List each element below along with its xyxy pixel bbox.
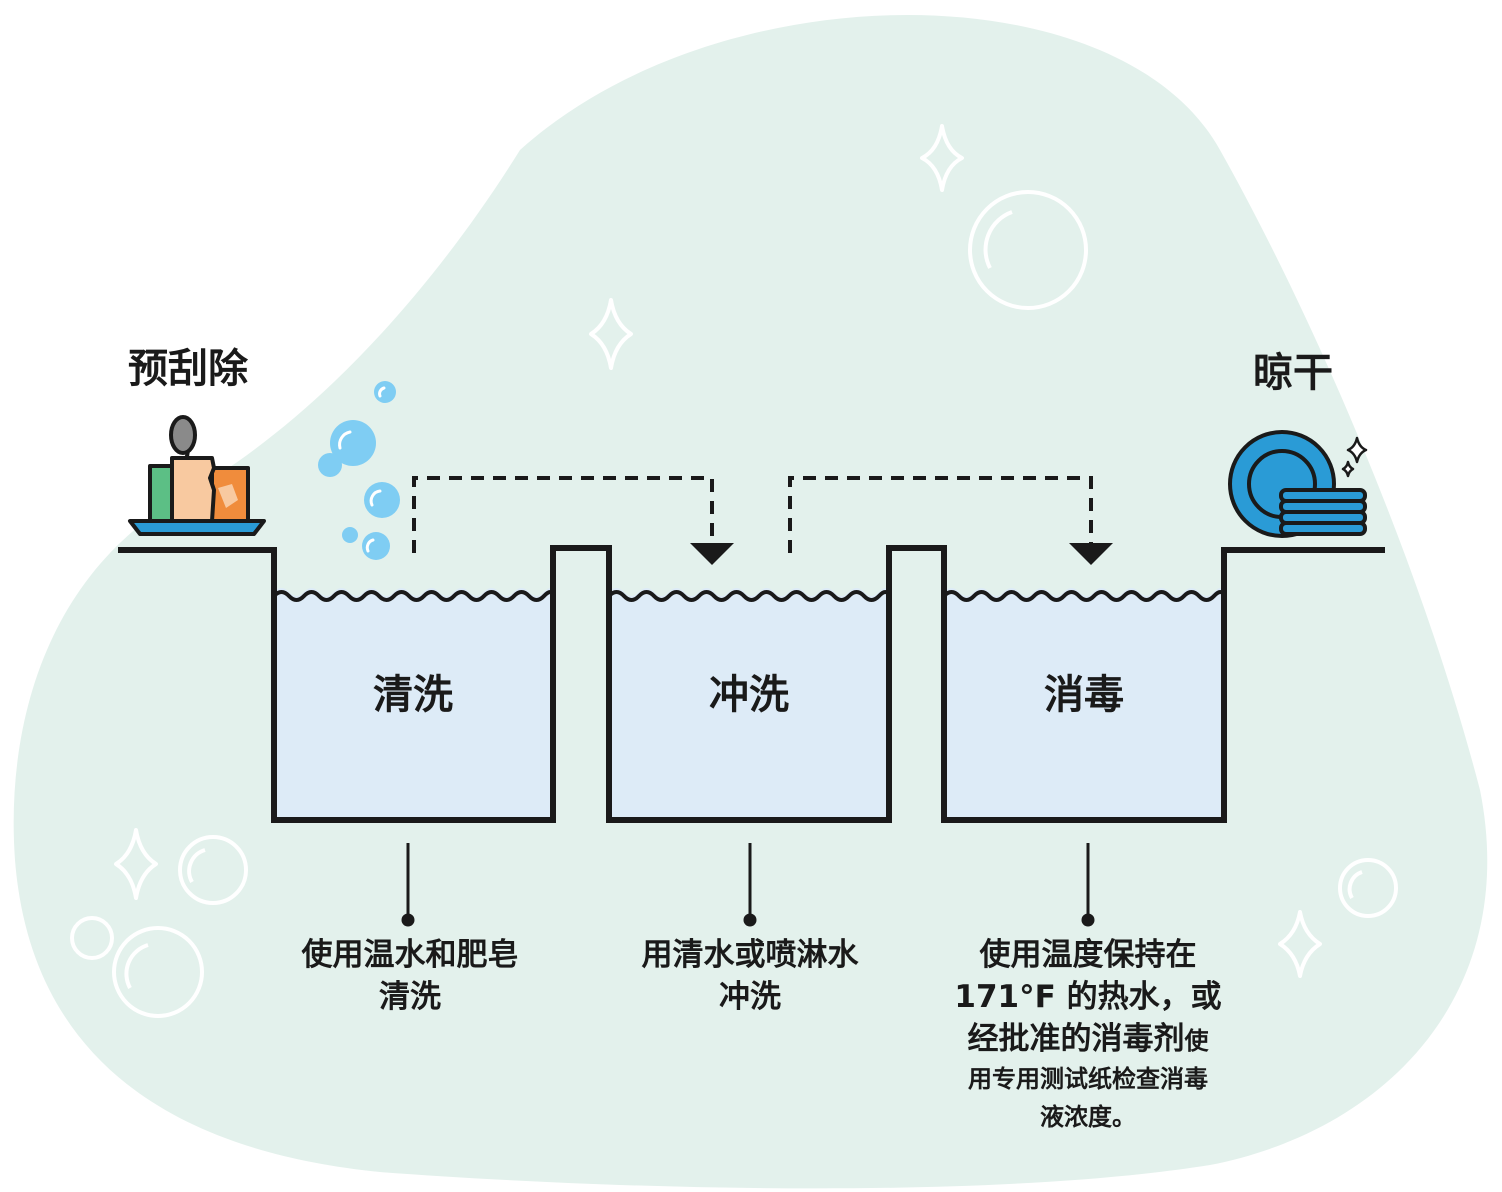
sparkle-icon — [589, 298, 633, 370]
description-line: 冲洗 — [719, 979, 781, 1015]
tank-title-sanitize: 消毒 — [1044, 672, 1124, 718]
flow-arrow-rinse-to-sanitize — [788, 476, 1113, 565]
soap-bubbles-icon — [318, 381, 400, 560]
bubble-icon — [112, 926, 204, 1018]
description-line: 用清水或喷淋水 — [641, 937, 859, 973]
leader-lines — [401, 843, 1095, 927]
tank-title-wash: 清洗 — [373, 672, 453, 718]
tank-description-wash: 使用温水和肥皂 清洗 — [250, 934, 570, 1018]
description-line: 使用温度保持在 — [979, 937, 1197, 973]
description-line-tail: 使 — [1184, 1027, 1209, 1055]
description-line: 清洗 — [379, 979, 441, 1015]
sparkle-icon — [114, 828, 158, 900]
bubble-icon — [178, 835, 248, 905]
sparkle-icon — [920, 124, 964, 192]
description-line: 液浓度。 — [1040, 1103, 1136, 1131]
description-line-text: 经批准的消毒剂 — [967, 1021, 1185, 1057]
sparkle-icon — [1341, 436, 1368, 478]
sink-outline — [118, 545, 1385, 823]
tank-description-sanitize: 使用温度保持在 171°F 的热水，或 经批准的消毒剂使 用专用测试纸检查消毒 … — [928, 934, 1248, 1136]
step-label-airdry: 晾干 — [1253, 350, 1333, 396]
flow-arrow-wash-to-rinse — [412, 476, 734, 565]
tank-description-rinse: 用清水或喷淋水 冲洗 — [590, 934, 910, 1018]
clean-plates-icon — [1228, 430, 1367, 538]
tank-title-rinse: 冲洗 — [709, 672, 789, 718]
description-line: 用专用测试纸检查消毒 — [968, 1065, 1208, 1093]
water-surface — [272, 590, 1226, 602]
bubble-icon — [1338, 858, 1398, 918]
tank-water — [274, 588, 1224, 820]
bubble-icon — [70, 916, 114, 960]
bubble-icon — [968, 190, 1088, 310]
dirty-dishes-icon — [128, 415, 266, 536]
arrow-down-icon — [690, 543, 734, 565]
step-label-prescrape: 预刮除 — [128, 346, 248, 392]
arrow-down-icon — [1069, 543, 1113, 565]
description-line: 171°F 的热水，或 — [954, 979, 1222, 1015]
description-line: 经批准的消毒剂使 — [928, 1018, 1248, 1060]
description-line: 使用温水和肥皂 — [301, 937, 519, 973]
sparkle-icon — [1278, 910, 1322, 978]
